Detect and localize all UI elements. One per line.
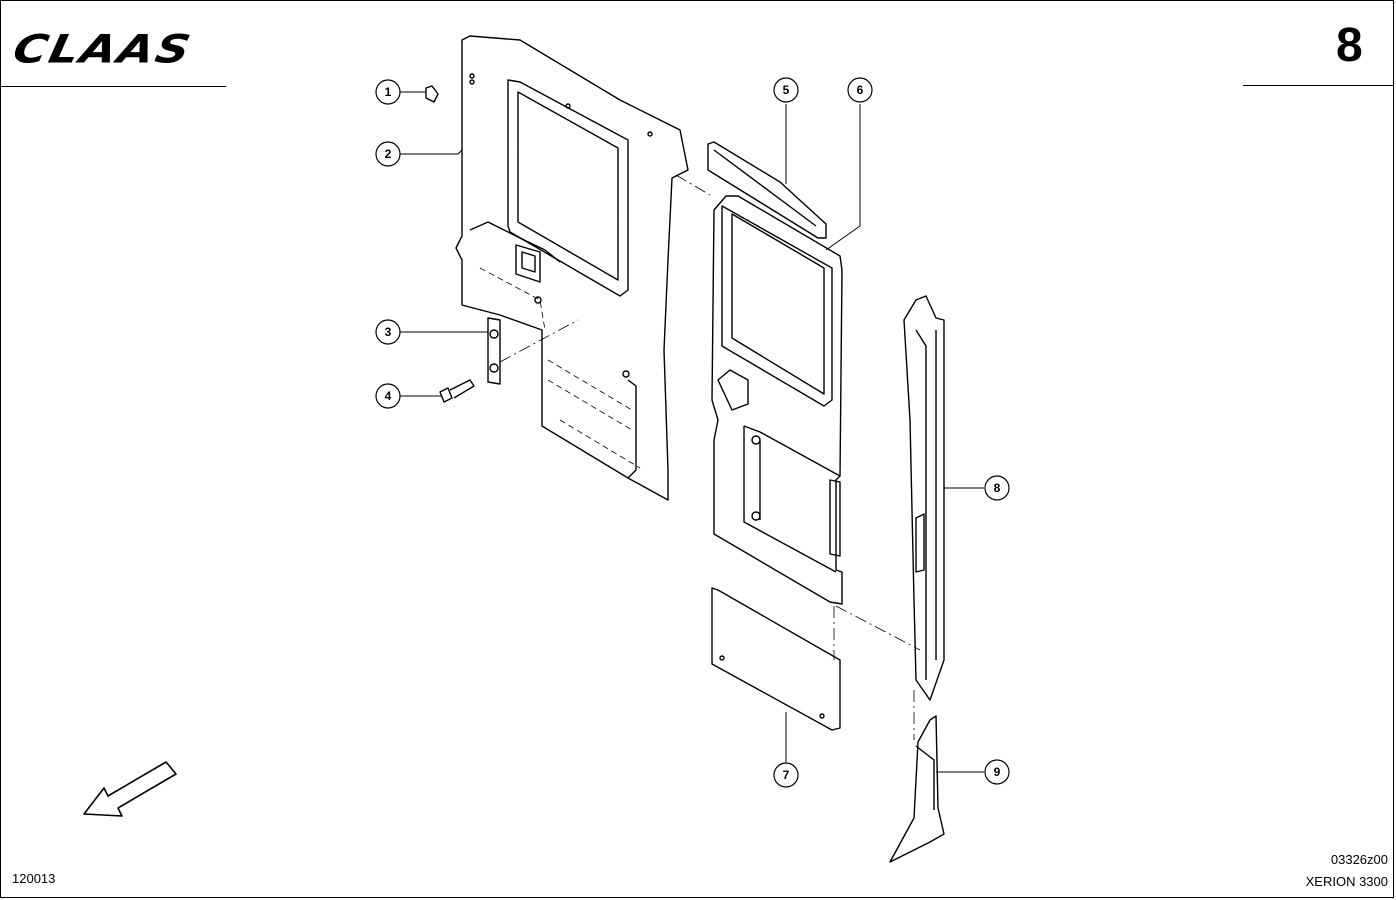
callout-3: 3 — [375, 319, 401, 345]
svg-text:5: 5 — [783, 83, 790, 97]
part-3-plate — [487, 317, 501, 385]
svg-text:3: 3 — [385, 325, 392, 339]
part-7-lower-cover — [711, 587, 841, 731]
page-number: 8 — [1336, 19, 1363, 72]
part-8-pillar-trim — [903, 295, 945, 701]
part-9-bottom-trim — [889, 690, 945, 863]
part-6-door-panel — [711, 195, 843, 605]
document-number: 120013 — [12, 871, 56, 886]
svg-text:4: 4 — [385, 389, 392, 403]
svg-text:2: 2 — [385, 147, 392, 161]
svg-text:9: 9 — [994, 765, 1001, 779]
svg-text:8: 8 — [994, 481, 1001, 495]
callout-7: 7 — [773, 762, 799, 788]
callout-5: 5 — [773, 77, 799, 103]
part-1-plug — [425, 85, 439, 103]
model-name: XERION 3300 — [1305, 874, 1388, 889]
callout-1: 1 — [375, 79, 401, 105]
drawing-code: 03326z00 — [1330, 852, 1388, 867]
page-number-rule — [1243, 85, 1393, 86]
callout-6: 6 — [847, 77, 873, 103]
callout-8: 8 — [984, 475, 1010, 501]
callout-9: 9 — [984, 759, 1010, 785]
part-2-rear-panel — [455, 35, 689, 501]
svg-text:6: 6 — [857, 83, 864, 97]
callout-2: 2 — [375, 141, 401, 167]
svg-text:7: 7 — [783, 768, 790, 782]
logo-rule — [0, 86, 226, 87]
svg-text:1: 1 — [385, 85, 392, 99]
part-5-strip — [707, 141, 827, 239]
direction-arrow-icon — [83, 761, 177, 817]
part-4-screw — [439, 379, 475, 403]
callout-4: 4 — [375, 383, 401, 409]
